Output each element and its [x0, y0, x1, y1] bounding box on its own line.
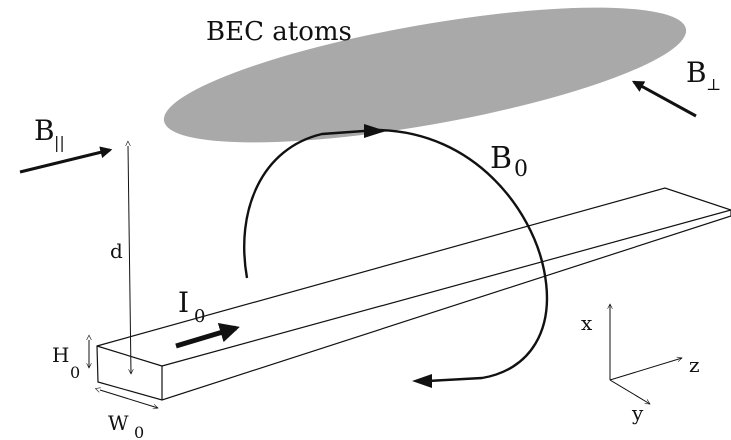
width-subscript: 0 — [134, 423, 144, 440]
b-parallel-subscript: || — [54, 133, 65, 152]
width-arrow — [100, 390, 158, 408]
b0-lower-arrowhead — [412, 374, 432, 388]
b0-field-line-upper — [243, 128, 379, 279]
z-axis-label: z — [689, 353, 700, 377]
current-arrow — [175, 323, 240, 349]
distance-arrow — [128, 146, 131, 374]
b0-subscript: 0 — [514, 157, 528, 182]
y-axis — [609, 379, 650, 405]
z-axis — [609, 358, 682, 381]
y-axis-label: y — [631, 401, 644, 425]
b-perp-arrow — [631, 80, 697, 118]
current-subscript: 0 — [194, 306, 205, 327]
b-perp-label: B — [686, 56, 707, 89]
b-parallel-label: B — [34, 114, 55, 147]
b0-upper-arrowhead — [364, 124, 386, 138]
bec-atoms-label: BEC atoms — [206, 17, 352, 47]
height-label: H — [52, 343, 69, 367]
coordinate-axes: x z y — [581, 304, 700, 425]
b-perp-subscript: ⊥ — [706, 75, 721, 94]
bec-atom-cloud — [163, 7, 687, 143]
b-parallel-arrow — [19, 146, 113, 174]
width-label: W — [108, 411, 129, 435]
current-label: I — [178, 286, 189, 319]
current-wire — [96, 187, 731, 401]
x-axis-label: x — [581, 311, 593, 335]
b0-field-line-lower — [377, 128, 549, 383]
b0-label: B — [490, 141, 512, 176]
height-subscript: 0 — [70, 363, 80, 382]
distance-label: d — [110, 239, 123, 263]
